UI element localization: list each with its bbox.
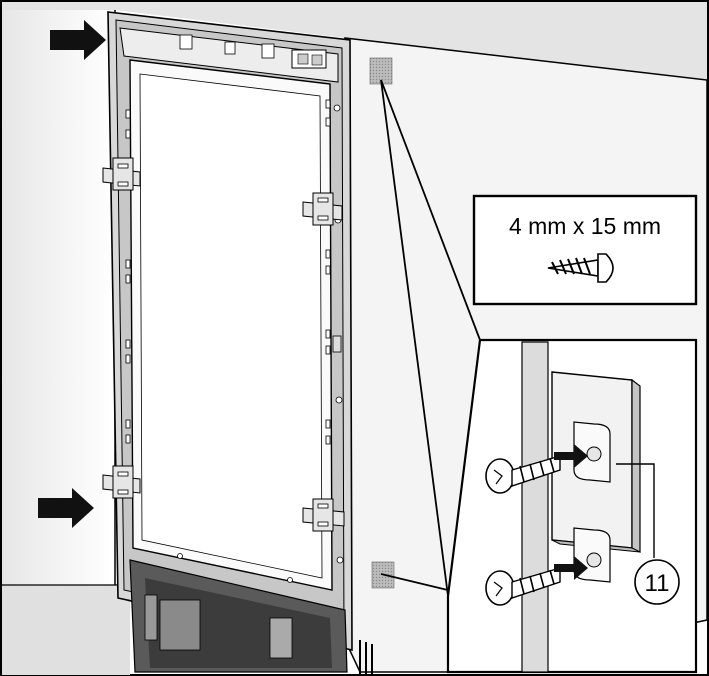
left-cabinet-side [2,10,115,585]
callout-number: 11 [645,570,670,597]
screw-lower [485,556,588,606]
callout-circle [634,559,680,605]
screw-icon [547,253,614,283]
arrow-bottom-left [38,488,94,528]
right-hinges [302,192,345,532]
rail-slots [125,99,331,445]
detail-view: 11 [446,338,698,674]
screw-spec-box: 4 mm x 15 mm [472,194,698,306]
screw-spec-label: 4 mm x 15 mm [509,213,661,239]
screw-upper [485,444,588,494]
left-hinges [102,157,141,499]
arrow-top-left [50,20,106,60]
top-wall [2,2,707,80]
floor-left [2,585,130,675]
detail-leader-lines [380,79,481,597]
